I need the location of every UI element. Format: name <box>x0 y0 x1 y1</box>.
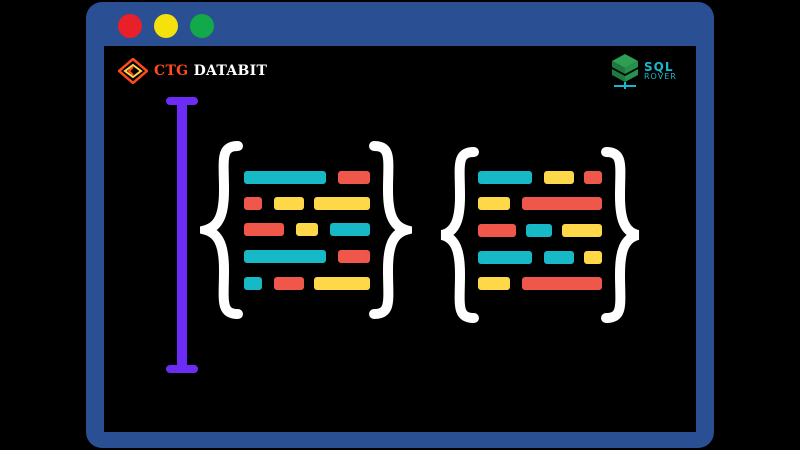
sql-rover-logo: SQL ROVER <box>610 52 677 92</box>
window-minimize-button[interactable] <box>154 14 178 38</box>
code-line <box>478 277 510 290</box>
code-line <box>584 171 602 184</box>
code-line <box>338 171 370 184</box>
code-line <box>522 197 602 210</box>
text-cursor-icon <box>166 97 198 373</box>
ctg-brand-text-part2: DATABIT <box>193 63 268 79</box>
ctg-brand-text: CTG DATABIT <box>154 63 267 79</box>
code-line <box>314 197 370 210</box>
code-line <box>296 223 318 236</box>
code-line <box>522 277 602 290</box>
code-line <box>330 223 370 236</box>
code-line <box>544 171 574 184</box>
code-line <box>244 277 262 290</box>
code-line <box>584 251 602 264</box>
window-maximize-button[interactable] <box>190 14 214 38</box>
code-line <box>526 224 552 237</box>
code-line <box>338 250 370 263</box>
code-line <box>244 250 326 263</box>
code-line <box>314 277 370 290</box>
code-line <box>274 197 304 210</box>
sql-rover-text: SQL ROVER <box>644 60 677 82</box>
code-line <box>478 224 516 237</box>
curly-brace-close-icon <box>601 147 640 323</box>
curly-brace-close-icon <box>369 141 412 319</box>
sql-rover-text-line2: ROVER <box>644 72 677 81</box>
code-line <box>562 224 602 237</box>
sql-rover-text-line1: SQL <box>644 60 674 74</box>
code-line <box>244 171 326 184</box>
ctg-databit-logo: CTG DATABIT <box>118 58 267 84</box>
ctg-logo-icon <box>118 58 148 84</box>
ctg-brand-text-part1: CTG <box>154 63 194 79</box>
curly-brace-open-icon <box>440 147 479 323</box>
window-close-button[interactable] <box>118 14 142 38</box>
code-line <box>244 197 262 210</box>
code-line <box>478 197 510 210</box>
code-line <box>274 277 304 290</box>
code-line <box>478 171 532 184</box>
code-line <box>544 251 574 264</box>
curly-brace-open-icon <box>200 141 243 319</box>
code-line <box>244 223 284 236</box>
sql-rover-logo-icon <box>612 54 638 89</box>
code-line <box>478 251 532 264</box>
